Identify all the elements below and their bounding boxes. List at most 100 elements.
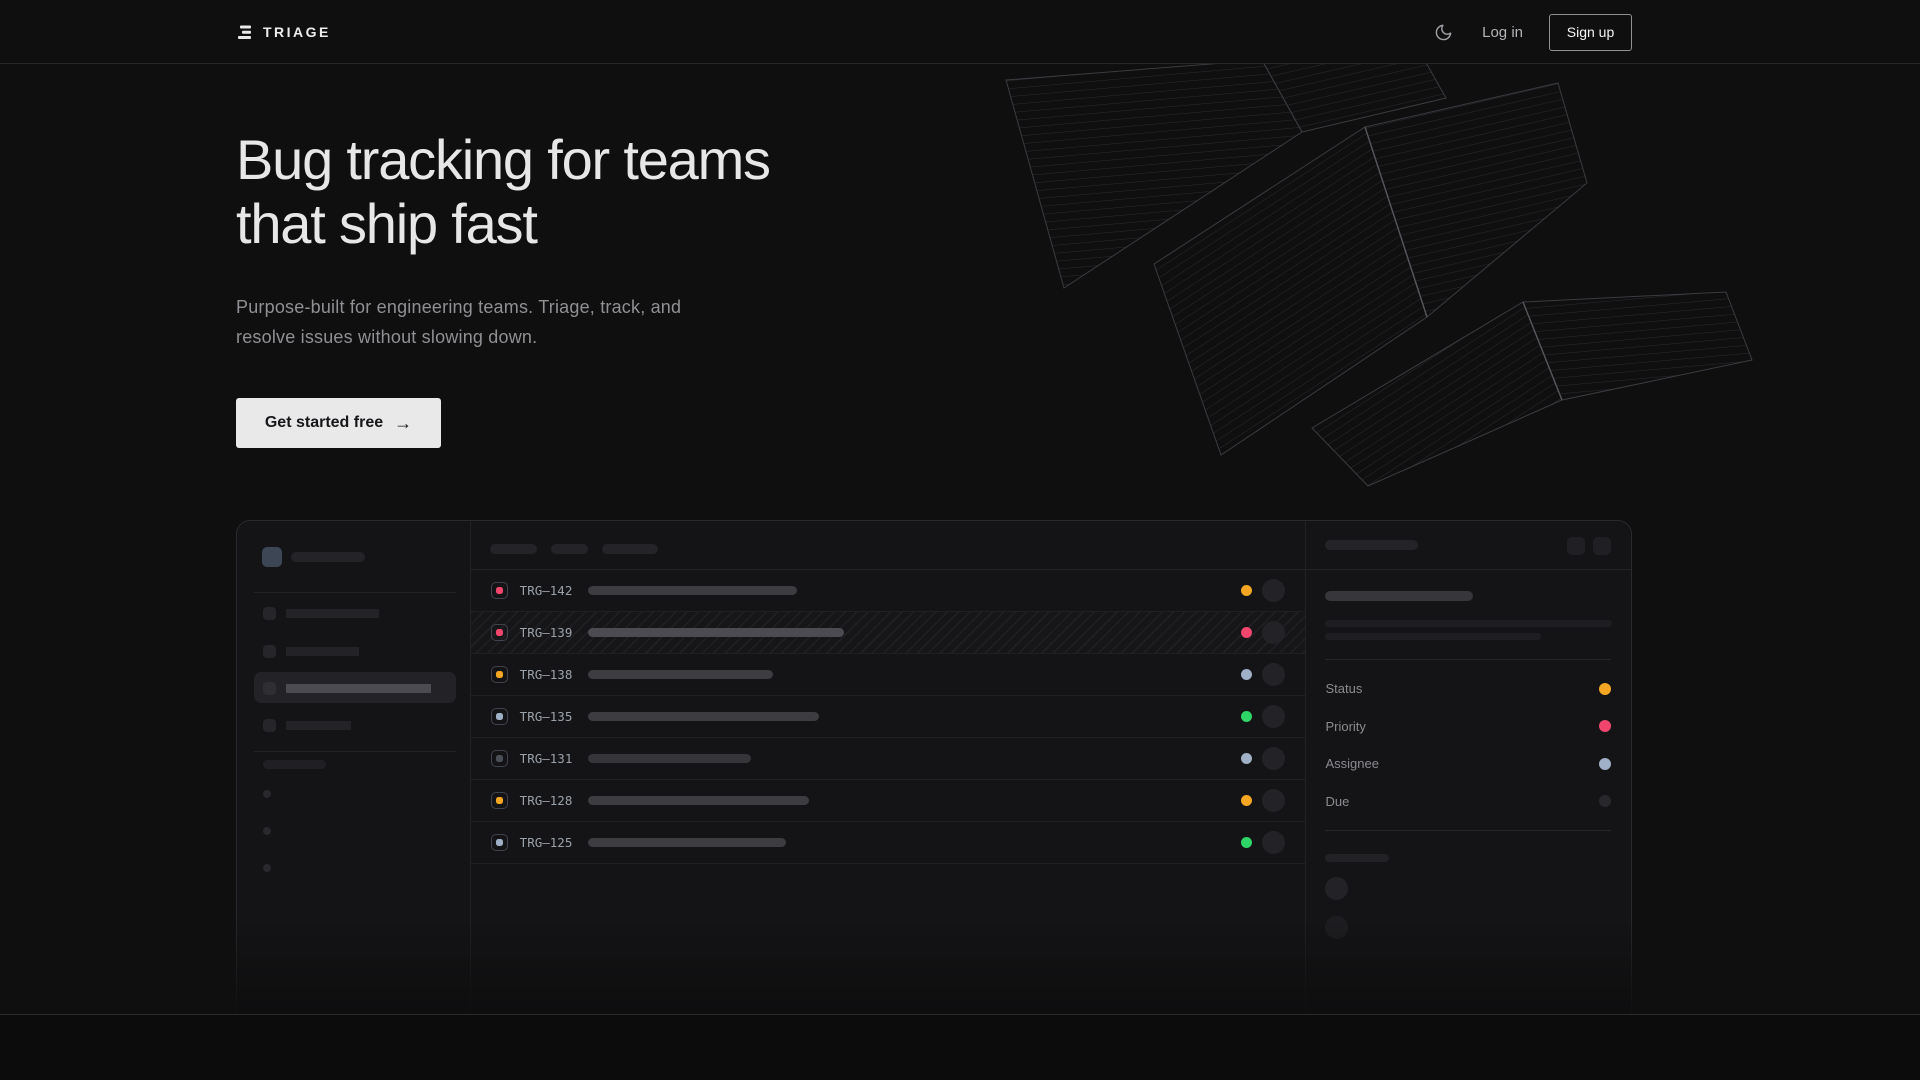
panel-header	[1306, 521, 1631, 570]
issue-title-placeholder	[1325, 591, 1474, 601]
field-value-dot	[1599, 795, 1611, 808]
brand-name: TRIAGE	[263, 24, 331, 40]
panel-title-placeholder	[1325, 540, 1419, 550]
issue-title-placeholder	[587, 586, 797, 595]
sidebar-icon	[263, 607, 276, 620]
issue-id: TRG–125	[519, 835, 573, 850]
assignee-avatar	[1262, 789, 1286, 812]
issue-row-meta	[1241, 705, 1286, 728]
next-section-band	[0, 1014, 1920, 1080]
hero-subtitle-line1: Purpose-built for engineering teams. Tri…	[236, 297, 682, 317]
issue-desc-placeholder	[1325, 633, 1542, 640]
issue-id: TRG–135	[519, 709, 573, 724]
sidebar-icon	[263, 719, 276, 732]
issue-type-icon	[490, 834, 508, 851]
issue-title-placeholder	[587, 838, 786, 847]
issue-title-placeholder	[587, 754, 751, 763]
brand-logo[interactable]: TRIAGE	[236, 0, 331, 64]
issue-type-icon	[490, 624, 508, 641]
sidebar-item-placeholder	[286, 609, 379, 618]
sidebar-item-placeholder	[286, 647, 359, 656]
issue-title-placeholder	[587, 796, 809, 805]
issue-title-placeholder	[587, 628, 844, 637]
issue-row: TRG–139	[470, 612, 1306, 654]
workspace-name-placeholder	[291, 552, 365, 562]
issue-desc-placeholder	[1325, 620, 1613, 627]
divider	[1325, 659, 1611, 660]
field-value-dot	[1599, 682, 1611, 695]
assignee-avatar	[1262, 747, 1286, 770]
theme-toggle-button[interactable]	[1430, 19, 1456, 45]
preview-sidebar	[237, 521, 471, 1014]
issue-type-dot	[495, 797, 503, 804]
sidebar-item-placeholder	[286, 684, 431, 693]
issue-row-meta	[1241, 621, 1286, 644]
issue-type-icon	[490, 666, 508, 683]
comment-avatar	[1325, 877, 1349, 900]
detail-field-row: Due	[1325, 783, 1611, 821]
hero-subtitle-line2: resolve issues without slowing down.	[236, 327, 538, 347]
triage-logo-icon	[238, 25, 251, 39]
login-link[interactable]: Log in	[1482, 23, 1523, 41]
issue-list: TRG–142 TRG–139 TRG–138 TRG–135	[470, 521, 1306, 1014]
issue-id: TRG–131	[519, 751, 573, 766]
issue-row-meta	[1241, 831, 1286, 854]
nav-actions: Log in Sign up	[1430, 0, 1632, 64]
issue-detail-panel: Status Priority Assignee Due	[1305, 521, 1631, 1014]
signup-button[interactable]: Sign up	[1549, 13, 1632, 51]
issue-type-dot	[495, 629, 503, 636]
issue-id: TRG–142	[519, 583, 573, 598]
assignee-avatar	[1262, 621, 1286, 644]
issue-title-placeholder	[587, 670, 773, 679]
get-started-button[interactable]: Get started free →	[236, 398, 441, 448]
status-dot	[1241, 753, 1253, 764]
arrow-right-icon: →	[394, 412, 413, 433]
status-dot	[1241, 627, 1253, 638]
issue-row: TRG–125	[470, 822, 1306, 864]
status-dot	[1241, 795, 1253, 806]
assignee-avatar	[1262, 663, 1286, 686]
navbar: TRIAGE Log in Sign up	[0, 0, 1920, 64]
issue-type-dot	[495, 755, 503, 762]
field-label: Status	[1325, 681, 1363, 697]
issue-id: TRG–138	[519, 667, 573, 682]
field-label: Assignee	[1325, 756, 1379, 772]
comment-avatar	[1325, 916, 1349, 939]
detail-field-row: Priority	[1325, 708, 1611, 746]
assignee-avatar	[1262, 705, 1286, 728]
issue-row: TRG–142	[470, 570, 1306, 612]
panel-action-button	[1567, 537, 1585, 555]
issue-type-dot	[495, 587, 503, 594]
divider	[254, 592, 456, 593]
issue-rows: TRG–142 TRG–139 TRG–138 TRG–135	[470, 570, 1306, 864]
issue-row-meta	[1241, 747, 1286, 770]
hero-title-line1: Bug tracking for teams	[236, 128, 771, 191]
filter-placeholder	[489, 544, 537, 554]
issue-type-icon	[490, 792, 508, 809]
issue-title-placeholder	[587, 712, 819, 721]
issue-row: TRG–138	[470, 654, 1306, 696]
issue-row: TRG–131	[470, 738, 1306, 780]
divider	[1325, 830, 1611, 831]
sidebar-dot	[263, 790, 271, 798]
issue-row-meta	[1241, 663, 1286, 686]
sidebar-item-placeholder	[286, 721, 351, 730]
sidebar-icon	[263, 645, 276, 658]
detail-field-row: Status	[1325, 670, 1611, 708]
issue-id: TRG–139	[519, 625, 573, 640]
issue-id: TRG–128	[519, 793, 573, 808]
status-dot	[1241, 585, 1253, 596]
detail-fields: Status Priority Assignee Due	[1325, 670, 1611, 820]
sidebar-dot	[263, 864, 271, 872]
status-dot	[1241, 837, 1253, 848]
hero-subtitle: Purpose-built for engineering teams. Tri…	[236, 292, 681, 352]
sidebar-dot	[263, 827, 271, 835]
issue-row-meta	[1241, 789, 1286, 812]
sidebar-icon	[263, 682, 276, 695]
field-label: Due	[1325, 793, 1350, 809]
issue-type-icon	[490, 708, 508, 725]
assignee-avatar	[1262, 831, 1286, 854]
filter-placeholder	[601, 544, 658, 554]
